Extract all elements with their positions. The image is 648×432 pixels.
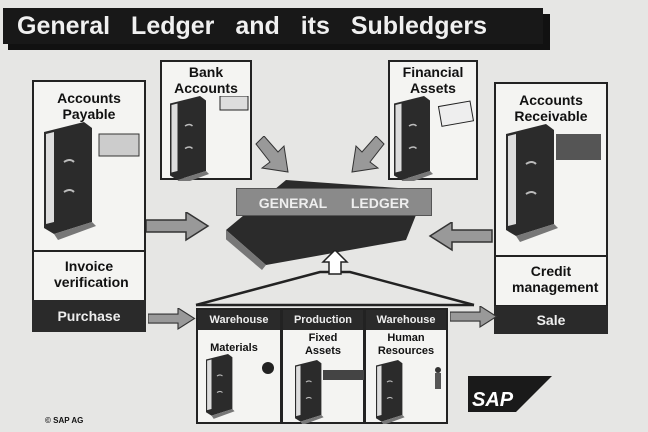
binder-icon [206, 354, 274, 420]
materials-label: Materials [210, 342, 258, 354]
production-header: Production [283, 310, 363, 330]
factory-icon [323, 370, 365, 380]
accounts-payable-box: Accounts Payable [32, 80, 146, 252]
person-icon [435, 367, 441, 373]
arrow-down-right-icon [255, 136, 289, 173]
warehouse-header: Warehouse [198, 310, 280, 330]
invoice-verification-box: Invoice verification [32, 250, 146, 302]
financial-assets-label: Financial Assets [402, 64, 464, 96]
motorcycle-icon [262, 362, 274, 374]
arrow-right-icon [146, 212, 209, 241]
copyright: © SAP AG [45, 416, 84, 425]
purchase-label: Purchase [32, 300, 146, 332]
binder-icon [295, 360, 365, 424]
materials-box: Warehouse Materials [196, 308, 282, 424]
bank-accounts-box: Bank Accounts [160, 60, 252, 181]
arrow-down-left-icon [351, 136, 385, 173]
binder-icon [376, 360, 441, 424]
accounts-receivable-box: Accounts Receivable [494, 82, 608, 257]
page-title: General Ledger and its Subledgers [3, 8, 543, 44]
fixed-assets-box: Production Fixed Assets [281, 308, 365, 424]
arrow-right-icon [148, 308, 196, 330]
binder-icon [44, 122, 140, 241]
fixed-assets-label: Fixed Assets [304, 332, 342, 357]
sap-logo: SAP [468, 376, 552, 412]
connector-lines [195, 250, 475, 307]
customers-icon [556, 134, 601, 160]
invoice-verification-label: Invoice verification [54, 258, 129, 290]
arrow-left-icon [429, 222, 493, 251]
binder-icon [394, 96, 475, 181]
accounts-payable-label: Accounts Payable [57, 90, 121, 122]
binder-icon [506, 124, 601, 243]
certificate-icon [437, 100, 475, 127]
cash-icon [219, 96, 249, 111]
human-resources-box: Warehouse Human Resources [364, 308, 448, 424]
accounts-receivable-label: Accounts Receivable [514, 92, 588, 124]
human-resources-label: Human Resources [377, 332, 435, 357]
binder-icon [170, 96, 249, 181]
credit-management-label: Credit management [512, 263, 599, 295]
financial-assets-box: Financial Assets [388, 60, 478, 181]
svg-text:SAP: SAP [472, 389, 514, 411]
credit-management-box: Credit management [494, 255, 608, 307]
general-ledger-label: GENERAL LEDGER [236, 188, 432, 216]
warehouse-header: Warehouse [366, 310, 446, 330]
bank-accounts-label: Bank Accounts [174, 64, 238, 96]
sale-label: Sale [494, 306, 608, 334]
truck-icon [98, 133, 140, 157]
arrow-up-icon [321, 250, 349, 275]
